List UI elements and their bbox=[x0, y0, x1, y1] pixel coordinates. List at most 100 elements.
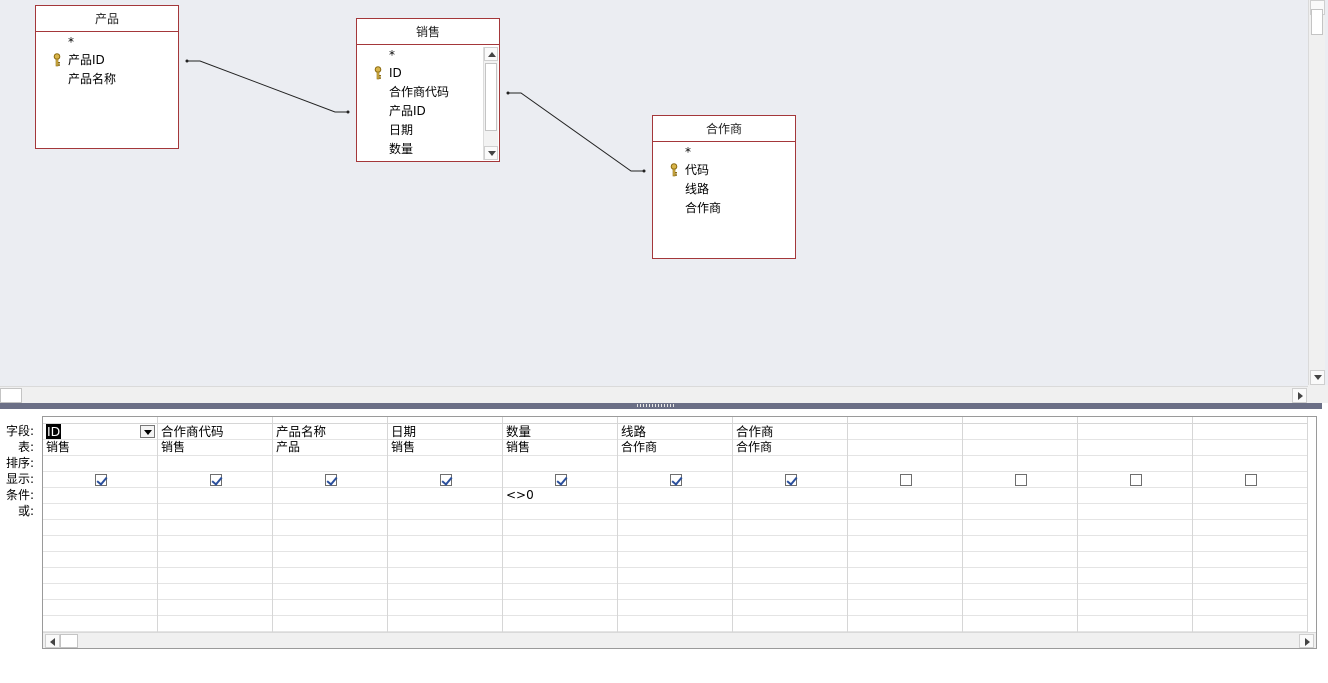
grid-cell-or-extra[interactable] bbox=[43, 616, 157, 632]
grid-cell-or-extra[interactable] bbox=[1078, 600, 1192, 616]
grid-cell-or-extra[interactable] bbox=[43, 600, 157, 616]
show-checkbox[interactable] bbox=[325, 474, 337, 486]
grid-cell-or-extra[interactable] bbox=[43, 584, 157, 600]
grid-cell-sort[interactable] bbox=[1078, 456, 1192, 472]
show-checkbox[interactable] bbox=[95, 474, 107, 486]
table-title[interactable]: 销售 bbox=[357, 19, 499, 45]
grid-cell-sort[interactable] bbox=[848, 456, 962, 472]
grid-cell-or-extra[interactable] bbox=[963, 520, 1077, 536]
pane-horizontal-scrollbar[interactable] bbox=[0, 386, 1308, 403]
grid-cell-or-extra[interactable] bbox=[848, 552, 962, 568]
grid-cell-or[interactable] bbox=[618, 504, 732, 520]
grid-cell-table[interactable]: 合作商 bbox=[733, 440, 847, 456]
grid-cell-or-extra[interactable] bbox=[618, 600, 732, 616]
scroll-right-button[interactable] bbox=[1292, 388, 1307, 403]
grid-cell-or-extra[interactable] bbox=[848, 536, 962, 552]
grid-cell-table[interactable] bbox=[1193, 440, 1307, 456]
grid-cell-or-extra[interactable] bbox=[618, 536, 732, 552]
show-checkbox[interactable] bbox=[670, 474, 682, 486]
grid-cell-or-extra[interactable] bbox=[733, 584, 847, 600]
grid-cell-or[interactable] bbox=[273, 504, 387, 520]
grid-cell-or-extra[interactable] bbox=[618, 552, 732, 568]
grid-cell-or-extra[interactable] bbox=[733, 536, 847, 552]
grid-cell-or-extra[interactable] bbox=[1193, 600, 1307, 616]
show-checkbox[interactable] bbox=[1130, 474, 1142, 486]
show-checkbox[interactable] bbox=[440, 474, 452, 486]
grid-cell-or-extra[interactable] bbox=[158, 600, 272, 616]
grid-cell-or-extra[interactable] bbox=[848, 568, 962, 584]
grid-cell-or[interactable] bbox=[1193, 504, 1307, 520]
grid-cell-or-extra[interactable] bbox=[848, 520, 962, 536]
grid-cell-or-extra[interactable] bbox=[273, 520, 387, 536]
grid-cell-or-extra[interactable] bbox=[1193, 568, 1307, 584]
grid-cell-or-extra[interactable] bbox=[1193, 616, 1307, 632]
column-selector[interactable] bbox=[43, 417, 157, 424]
scroll-thumb[interactable] bbox=[485, 63, 497, 131]
show-checkbox[interactable] bbox=[1015, 474, 1027, 486]
grid-cell-field[interactable]: 线路 bbox=[618, 424, 732, 440]
grid-cell-field[interactable] bbox=[1193, 424, 1307, 440]
grid-cell-or-extra[interactable] bbox=[388, 568, 502, 584]
grid-cell-or-extra[interactable] bbox=[1078, 552, 1192, 568]
grid-cell-or-extra[interactable] bbox=[733, 520, 847, 536]
grid-cell-field[interactable]: 产品名称 bbox=[273, 424, 387, 440]
grid-cell-or-extra[interactable] bbox=[388, 600, 502, 616]
grid-cell-sort[interactable] bbox=[388, 456, 502, 472]
grid-cell-sort[interactable] bbox=[618, 456, 732, 472]
field-item-all[interactable]: * bbox=[68, 35, 74, 49]
table-field-scrollbar[interactable] bbox=[483, 47, 498, 160]
grid-cell-or-extra[interactable] bbox=[503, 600, 617, 616]
grid-cell-or-extra[interactable] bbox=[273, 616, 387, 632]
grid-cell-field[interactable]: ID bbox=[43, 424, 157, 440]
grid-cell-or-extra[interactable] bbox=[158, 520, 272, 536]
field-item-code[interactable]: 代码 bbox=[653, 161, 795, 180]
grid-cell-sort[interactable] bbox=[1193, 456, 1307, 472]
table-title[interactable]: 合作商 bbox=[653, 116, 795, 142]
grid-cell-show[interactable] bbox=[158, 472, 272, 488]
field-item-id[interactable]: ID bbox=[357, 64, 499, 83]
grid-cell-or-extra[interactable] bbox=[43, 552, 157, 568]
grid-cell-or-extra[interactable] bbox=[733, 616, 847, 632]
table-title[interactable]: 产品 bbox=[36, 6, 178, 32]
grid-cell-criteria[interactable] bbox=[733, 488, 847, 504]
grid-cell-criteria[interactable] bbox=[388, 488, 502, 504]
grid-cell-or-extra[interactable] bbox=[273, 552, 387, 568]
scroll-thumb[interactable] bbox=[1311, 9, 1323, 35]
grid-cell-table[interactable] bbox=[848, 440, 962, 456]
grid-cell-or-extra[interactable] bbox=[848, 584, 962, 600]
scroll-thumb[interactable] bbox=[60, 634, 78, 648]
grid-cell-or-extra[interactable] bbox=[848, 616, 962, 632]
grid-cell-table[interactable]: 销售 bbox=[158, 440, 272, 456]
grid-cell-or-extra[interactable] bbox=[158, 568, 272, 584]
grid-cell-or-extra[interactable] bbox=[43, 568, 157, 584]
grid-cell-criteria[interactable]: <>0 bbox=[503, 488, 617, 504]
grid-cell-or-extra[interactable] bbox=[503, 616, 617, 632]
field-item-product-id[interactable]: 产品ID bbox=[357, 102, 499, 121]
grid-cell-table[interactable]: 产品 bbox=[273, 440, 387, 456]
grid-cell-or-extra[interactable] bbox=[273, 600, 387, 616]
scroll-thumb[interactable] bbox=[0, 388, 22, 403]
grid-cell-or-extra[interactable] bbox=[733, 552, 847, 568]
grid-cell-or-extra[interactable] bbox=[1078, 536, 1192, 552]
column-selector[interactable] bbox=[158, 417, 272, 424]
table-box-partner[interactable]: 合作商 * 代码 线路 合作商 bbox=[652, 115, 796, 259]
grid-cell-or-extra[interactable] bbox=[43, 536, 157, 552]
column-selector[interactable] bbox=[848, 417, 962, 424]
field-item-date[interactable]: 日期 bbox=[357, 121, 499, 140]
grid-cell-criteria[interactable] bbox=[848, 488, 962, 504]
field-item-product-name[interactable]: 产品名称 bbox=[36, 70, 178, 89]
grid-cell-or-extra[interactable] bbox=[733, 568, 847, 584]
show-checkbox[interactable] bbox=[785, 474, 797, 486]
grid-cell-or-extra[interactable] bbox=[43, 520, 157, 536]
scroll-right-button[interactable] bbox=[1299, 634, 1314, 648]
grid-cell-show[interactable] bbox=[503, 472, 617, 488]
grid-cell-or-extra[interactable] bbox=[503, 520, 617, 536]
grid-cell-sort[interactable] bbox=[158, 456, 272, 472]
grid-cell-or-extra[interactable] bbox=[388, 616, 502, 632]
field-item-route[interactable]: 线路 bbox=[653, 180, 795, 199]
grid-cell-show[interactable] bbox=[848, 472, 962, 488]
field-item-product-id[interactable]: 产品ID bbox=[36, 51, 178, 70]
table-box-sales[interactable]: 销售 * ID 合作商代码 产品ID bbox=[356, 18, 500, 162]
grid-cell-or-extra[interactable] bbox=[963, 616, 1077, 632]
grid-cell-or-extra[interactable] bbox=[158, 552, 272, 568]
